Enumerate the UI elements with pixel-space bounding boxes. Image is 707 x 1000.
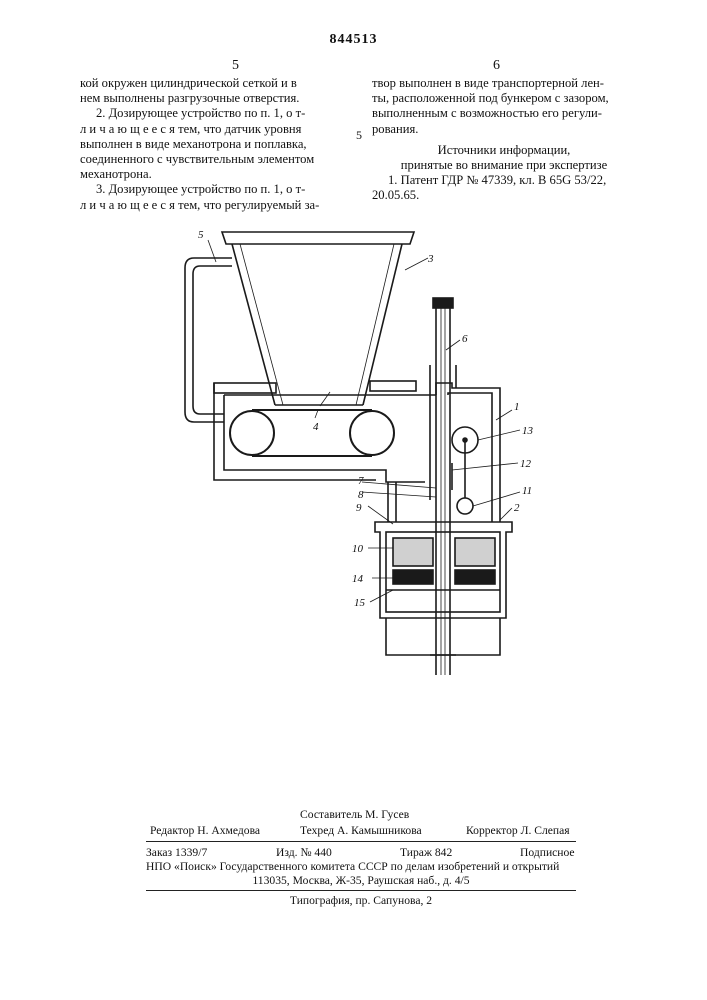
corrector-line: Корректор Л. Слепая [466,824,570,838]
label-2: 2 [514,502,520,514]
label-3: 3 [427,253,434,265]
npo-line: НПО «Поиск» Государственного комитета СС… [146,860,576,874]
subscription: Подписное [520,846,575,860]
mechanotron-housing [375,522,512,655]
label-7: 7 [358,475,364,487]
compiler-line: Составитель М. Гусев [300,808,409,822]
label-6: 6 [462,333,468,345]
hopper [222,232,414,405]
order-number: Заказ 1339/7 [146,846,207,860]
label-14: 14 [352,573,364,585]
label-9: 9 [356,502,362,514]
label-13: 13 [522,425,534,437]
edition-number: Изд. № 440 [276,846,332,860]
imprint-rule [146,841,576,842]
label-12: 12 [520,458,532,470]
imprint-rule-bottom [146,890,576,891]
label-4: 4 [313,421,319,433]
label-1: 1 [514,401,520,413]
label-10: 10 [352,543,364,555]
label-11: 11 [522,485,532,497]
float-mechanism [452,427,478,514]
address-line: 113035, Москва, Ж-35, Раушская наб., д. … [146,874,576,888]
belt-housing [214,381,436,482]
typography-line: Типография, пр. Сапунова, 2 [146,894,576,908]
label-8: 8 [358,489,364,501]
return-pipe [185,258,232,422]
conveyor-belt [230,392,394,456]
level-sensor-housing [388,383,500,522]
circulation: Тираж 842 [400,846,452,860]
label-15: 15 [354,597,366,609]
editor-line: Редактор Н. Ахмедова [150,824,260,838]
label-5: 5 [198,229,204,241]
techred-line: Техред А. Камышникова [300,824,422,838]
